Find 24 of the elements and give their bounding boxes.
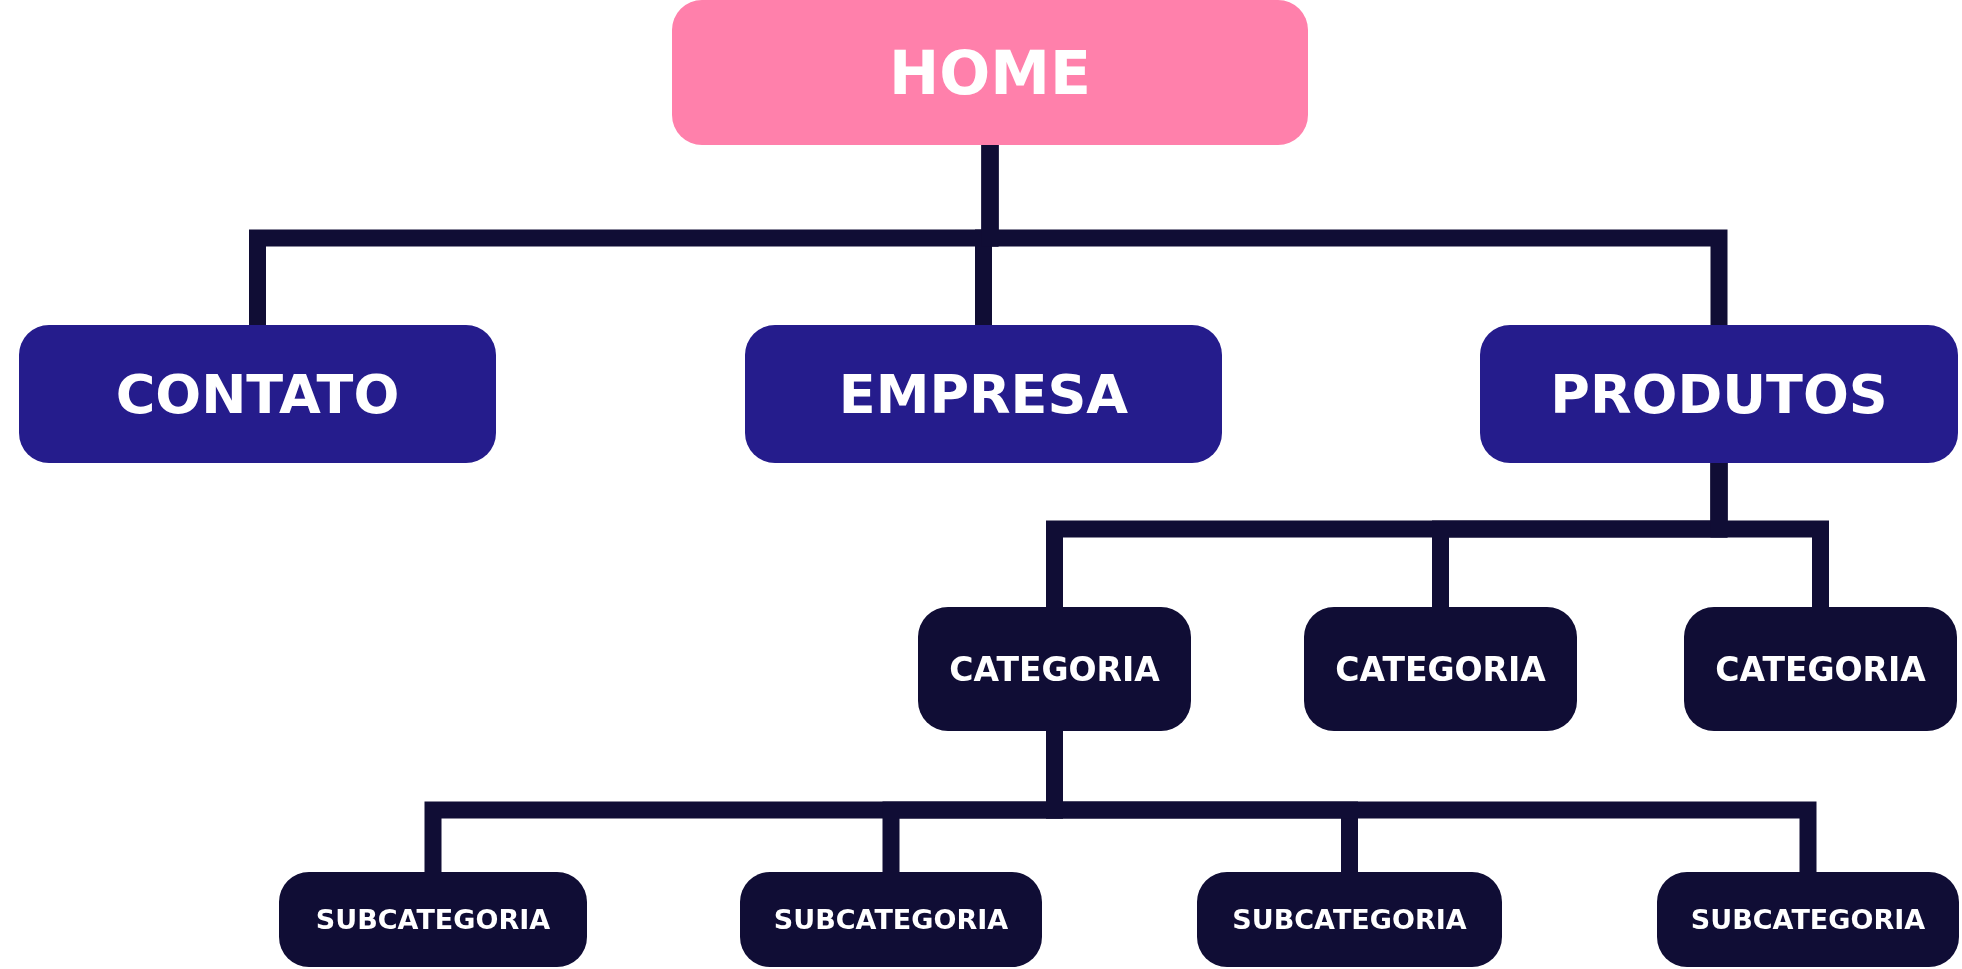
page-box	[740, 872, 1042, 967]
page-label: CONTATO	[115, 362, 400, 426]
page-label: CATEGORIA	[1715, 649, 1926, 689]
connector-line	[1710, 463, 1829, 607]
page-box	[1304, 607, 1577, 731]
page-box	[1684, 607, 1957, 731]
page-label: CATEGORIA	[1335, 649, 1546, 689]
page-box	[1197, 872, 1502, 967]
page-label: PRODUTOS	[1550, 362, 1888, 426]
page-box	[1480, 325, 1958, 463]
page-box	[19, 325, 496, 463]
page-box	[279, 872, 587, 967]
page-label: CATEGORIA	[949, 649, 1160, 689]
page-box	[745, 325, 1222, 463]
page-box	[672, 0, 1308, 145]
page-box	[1657, 872, 1959, 967]
page-label: SUBCATEGORIA	[773, 904, 1009, 935]
page-label: SUBCATEGORIA	[1232, 904, 1467, 935]
page-box	[918, 607, 1191, 731]
page-label: HOME	[889, 37, 1091, 108]
page-label: SUBCATEGORIA	[1690, 904, 1926, 935]
page-label: SUBCATEGORIA	[315, 904, 551, 935]
page-label: EMPRESA	[838, 362, 1129, 426]
connector-line	[981, 145, 1728, 325]
